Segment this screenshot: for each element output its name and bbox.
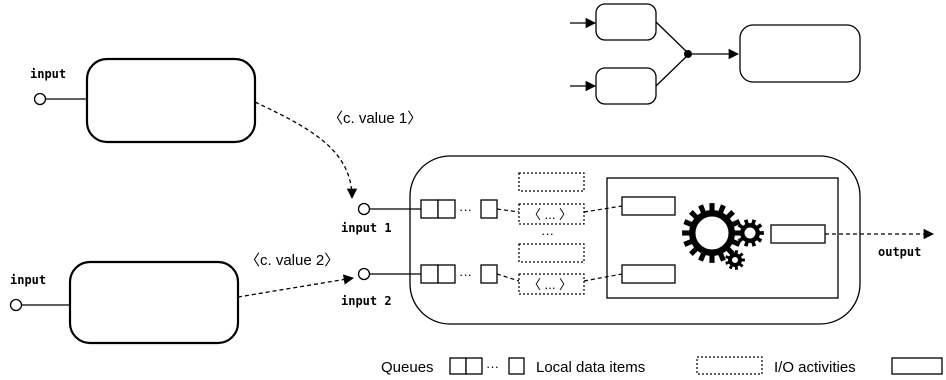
value-flow-1 <box>254 101 358 200</box>
local-data-item-4 <box>518 273 585 295</box>
legend-io-label: I/O activities <box>774 359 856 376</box>
io-activity-in-2 <box>621 264 676 284</box>
main-process: input 1 input 2 ··· ··· 〈 ... 〉 ··· 〈 ..… <box>341 155 935 325</box>
io-activity-out <box>770 224 826 244</box>
gearLarge-hub <box>694 215 730 251</box>
input-port-bottom <box>9 298 23 312</box>
local-data-item-2 <box>518 203 585 225</box>
legend-local-data-swatch <box>696 356 763 375</box>
legend-local-data-label: Local data items <box>536 359 645 376</box>
legend-queue-cell-a <box>449 357 467 375</box>
upper-process: input 〈c. value 1〉 <box>30 57 422 200</box>
lower-process-box <box>68 260 240 345</box>
queue-1: ··· <box>420 199 498 219</box>
input-label-bottom: input <box>10 273 46 287</box>
input-2-label: input 2 <box>341 294 392 308</box>
merge-edge-1 <box>655 21 689 54</box>
large-gear-icon <box>682 203 742 263</box>
merge-edge-2 <box>655 54 689 87</box>
tuple-placeholder-2: 〈 ... 〉 <box>528 277 572 292</box>
queue-2-cell-a <box>420 264 439 284</box>
legend-io-swatch <box>891 357 943 375</box>
queue-1-cell-last <box>480 199 498 219</box>
queue-1-ellipsis: ··· <box>459 202 472 217</box>
legend-queue-cell-b <box>465 357 483 375</box>
value-flow-2 <box>237 274 355 298</box>
input-1-port <box>357 202 371 216</box>
gearSmallA-hub <box>743 226 757 240</box>
merge-sketch <box>570 3 861 105</box>
queue-1-cell-b <box>437 199 456 219</box>
queue-2-ellipsis: ··· <box>459 267 472 282</box>
legend-queues-label: Queues <box>381 359 434 376</box>
input-2-port <box>357 267 371 281</box>
vertical-ellipsis: ··· <box>541 226 554 241</box>
upper-process-box <box>85 57 257 144</box>
gearSmallB-hub <box>731 256 739 264</box>
legend-queue-cell-last <box>508 357 525 375</box>
c-value-1-label: 〈c. value 1〉 <box>328 110 422 127</box>
small-gear-icon-bottom <box>725 250 745 270</box>
merge-target-box <box>739 24 861 83</box>
input-1-label: input 1 <box>341 221 392 235</box>
gears-icon <box>682 203 764 270</box>
input-port-top <box>33 92 47 106</box>
lower-process: input 〈c. value 2〉 <box>9 252 355 345</box>
merge-source-box-1 <box>595 3 657 41</box>
tuple-placeholder-1: 〈 ... 〉 <box>528 207 572 222</box>
output-label: output <box>878 245 921 259</box>
queue-2-cell-last <box>480 264 498 284</box>
input-label-top: input <box>30 67 66 81</box>
legend: Queues ··· Local data items I/O activiti… <box>381 356 943 376</box>
legend-queue-ellipsis: ··· <box>486 359 499 374</box>
queue-1-link <box>496 208 520 213</box>
merge-junction-dot <box>684 50 692 58</box>
io-activity-in-1 <box>621 196 676 216</box>
merge-source-box-2 <box>595 67 657 105</box>
queue-2: ··· <box>420 264 498 284</box>
queue-2-link <box>496 273 520 282</box>
queue-1-cell-a <box>420 199 439 219</box>
c-value-2-label: 〈c. value 2〉 <box>245 252 339 269</box>
local-data-item-1 <box>518 172 585 192</box>
local-data-item-3 <box>518 243 585 263</box>
queue-2-cell-b <box>437 264 456 284</box>
small-gear-icon-top <box>736 219 764 247</box>
